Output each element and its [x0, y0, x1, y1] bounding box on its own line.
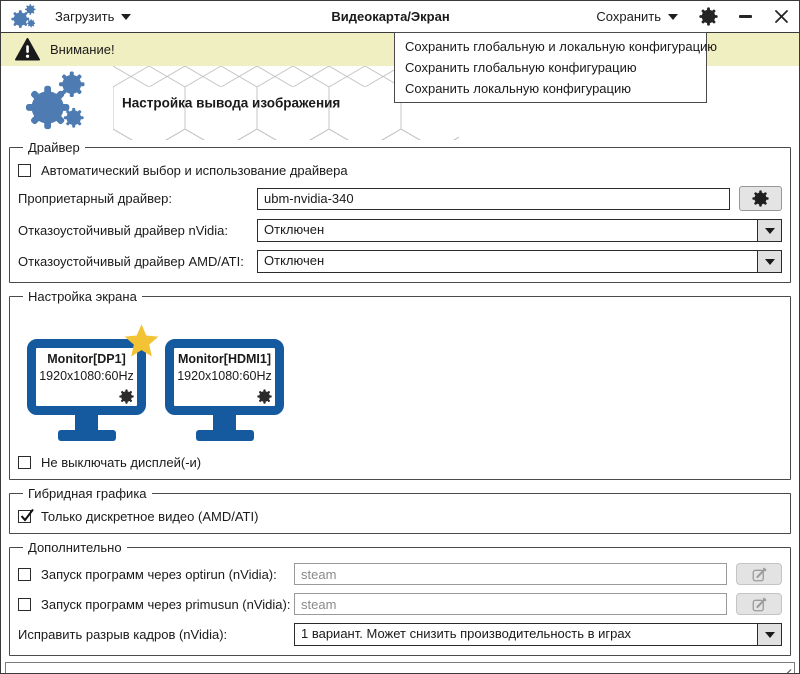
close-icon [775, 10, 788, 23]
menu-item-save-local[interactable]: Сохранить локальную конфигурацию [405, 81, 631, 96]
nvidia-failsafe-label: Отказоустойчивый драйвер nVidia: [18, 223, 228, 238]
select-arrow-button[interactable] [757, 624, 781, 645]
discrete-video-row: Только дискретное видео (AMD/ATI) [18, 508, 782, 524]
warning-triangle-icon [15, 38, 40, 61]
monitor-hdmi1[interactable]: Monitor[HDMI1] 1920x1080:60Hz [165, 339, 284, 441]
tearing-label: Исправить разрыв кадров (nVidia): [18, 627, 228, 642]
nvidia-failsafe-row: Отказоустойчивый драйвер nVidia: Отключе… [18, 219, 782, 242]
minimize-icon [739, 15, 752, 18]
nvidia-failsafe-value: Отключен [264, 222, 325, 237]
optirun-label: Запуск программ через optirun (nVidia): [41, 566, 277, 582]
primusun-label: Запуск программ через primusun (nVidia): [41, 596, 291, 612]
select-arrow-button[interactable] [757, 220, 781, 241]
tearing-value: 1 вариант. Может снизить производительно… [301, 626, 632, 641]
auto-driver-label: Автоматический выбор и использование дра… [41, 163, 348, 178]
checkmark-icon [20, 508, 34, 522]
app-logo-gears-icon [25, 71, 88, 134]
menu-item-save-global[interactable]: Сохранить глобальную конфигурацию [405, 60, 637, 75]
nvidia-failsafe-select[interactable]: Отключен [257, 219, 782, 242]
monitor-settings-gear-icon[interactable] [119, 389, 134, 404]
save-button[interactable]: Сохранить [596, 9, 678, 24]
optirun-checkbox[interactable] [18, 567, 31, 581]
amd-failsafe-select[interactable]: Отключен [257, 250, 782, 273]
app-logo-gears-icon [11, 4, 37, 30]
save-dropdown-menu: Сохранить глобальную и локальную конфигу… [394, 32, 718, 103]
warning-text: Внимание! [50, 42, 115, 57]
proprietary-driver-label: Проприетарный драйвер: [18, 191, 172, 206]
monitor-list: Monitor[DP1] 1920x1080:60Hz Monitor[HDMI… [27, 324, 782, 441]
gear-icon [752, 190, 769, 207]
screen-group-legend: Настройка экрана [28, 289, 137, 304]
optirun-row: Запуск программ через optirun (nVidia): [18, 563, 782, 585]
optirun-input [294, 563, 727, 585]
chevron-down-icon [121, 13, 132, 20]
primusun-row: Запуск программ через primusun (nVidia): [18, 593, 782, 615]
driver-group-legend: Драйвер [28, 140, 80, 155]
primusun-edit-button[interactable] [736, 593, 782, 615]
main-content: Драйвер Автоматический выбор и использов… [1, 140, 799, 656]
resize-grip[interactable] [780, 667, 792, 674]
close-button[interactable] [774, 9, 789, 24]
monitor-stand [213, 415, 236, 430]
monitor-dp1[interactable]: Monitor[DP1] 1920x1080:60Hz [27, 324, 159, 441]
pencil-square-icon [752, 567, 766, 581]
page-title: Настройка вывода изображения [122, 95, 341, 111]
proprietary-driver-input[interactable] [257, 187, 730, 210]
monitor-mode: 1920x1080:60Hz [39, 369, 134, 383]
monitor-screen: Monitor[DP1] 1920x1080:60Hz [27, 339, 146, 415]
amd-failsafe-row: Отказоустойчивый драйвер AMD/ATI: Отключ… [18, 250, 782, 273]
keep-display-on-row: Не выключать дисплей(-и) [18, 455, 782, 470]
hybrid-group: Гибридная графика Только дискретное виде… [9, 486, 791, 534]
monitor-screen: Monitor[HDMI1] 1920x1080:60Hz [165, 339, 284, 415]
monitor-stand [75, 415, 98, 430]
monitor-settings-gear-icon[interactable] [257, 389, 272, 404]
chevron-down-icon [764, 258, 775, 265]
load-button-label: Загрузить [55, 9, 115, 24]
toolbar-right: Сохранить [596, 7, 789, 26]
amd-failsafe-value: Отключен [264, 253, 325, 268]
chevron-down-icon [764, 227, 775, 234]
save-button-label: Сохранить [596, 9, 661, 24]
auto-driver-checkbox[interactable] [18, 164, 31, 177]
menu-item-save-global-local[interactable]: Сохранить глобальную и локальную конфигу… [405, 39, 718, 54]
window-title: Видеокарта/Экран [331, 9, 450, 24]
extra-group-legend: Дополнительно [28, 540, 122, 555]
settings-gear-icon[interactable] [699, 7, 718, 26]
keep-display-on-label: Не выключать дисплей(-и) [41, 455, 202, 470]
driver-group: Драйвер Автоматический выбор и использов… [9, 140, 791, 283]
pencil-square-icon [752, 597, 766, 611]
hybrid-group-legend: Гибридная графика [28, 486, 147, 501]
primusun-checkbox[interactable] [18, 597, 31, 611]
tearing-select[interactable]: 1 вариант. Может снизить производительно… [294, 623, 782, 646]
monitor-base [57, 430, 116, 441]
chevron-down-icon [764, 631, 775, 638]
keep-display-on-checkbox[interactable] [18, 456, 31, 469]
monitor-name: Monitor[HDMI1] [177, 352, 272, 366]
discrete-video-label: Только дискретное видео (AMD/ATI) [41, 509, 259, 524]
amd-failsafe-label: Отказоустойчивый драйвер AMD/ATI: [18, 254, 244, 269]
chevron-down-icon [668, 13, 678, 20]
auto-driver-row: Автоматический выбор и использование дра… [18, 163, 782, 178]
status-bar [5, 662, 795, 674]
primary-star-icon [124, 324, 159, 357]
screen-group: Настройка экрана Monitor[DP1] 1920x1080:… [9, 289, 791, 480]
minimize-button[interactable] [739, 10, 753, 24]
monitor-base [195, 430, 254, 441]
extra-group: Дополнительно Запуск программ через opti… [9, 540, 791, 656]
tearing-row: Исправить разрыв кадров (nVidia): 1 вари… [18, 623, 782, 646]
monitor-mode: 1920x1080:60Hz [177, 369, 272, 383]
primusun-input [294, 593, 727, 615]
monitor-name: Monitor[DP1] [47, 352, 126, 366]
discrete-video-checkbox[interactable] [18, 508, 34, 523]
toolbar: Загрузить Видеокарта/Экран Сохранить [1, 1, 799, 33]
proprietary-driver-row: Проприетарный драйвер: [18, 186, 782, 211]
driver-settings-button[interactable] [739, 186, 782, 211]
optirun-edit-button[interactable] [736, 563, 782, 585]
load-button[interactable]: Загрузить [55, 9, 132, 24]
select-arrow-button[interactable] [757, 251, 781, 272]
